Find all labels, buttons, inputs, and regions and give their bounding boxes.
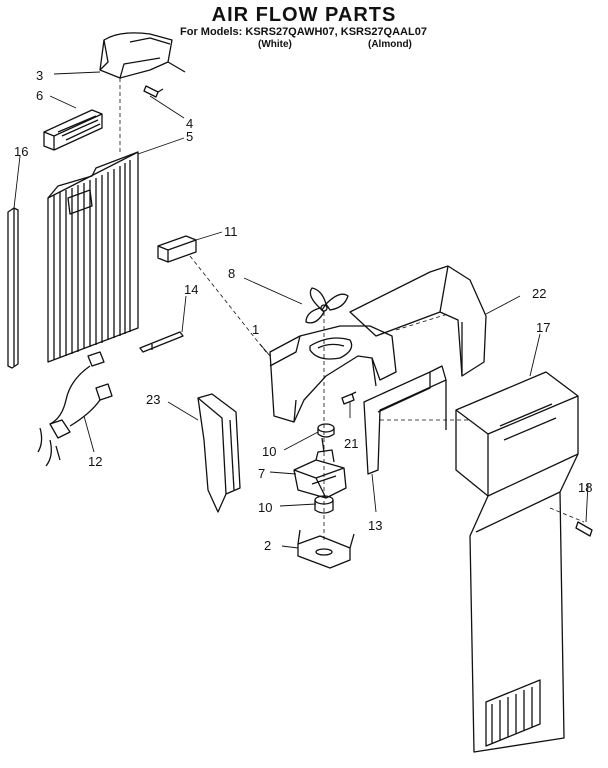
callout-23: 23: [146, 392, 160, 407]
callout-16: 16: [14, 144, 28, 159]
part-4-screw: [143, 85, 164, 98]
callout-22: 22: [532, 286, 546, 301]
part-6-grille: [43, 109, 103, 151]
part-18-screw: [575, 521, 593, 537]
part-14-sensor: [139, 331, 184, 353]
callout-5: 5: [186, 129, 193, 144]
callout-1: 1: [252, 322, 259, 337]
variant-white: (White): [258, 39, 292, 50]
alignment-lines: [119, 78, 585, 540]
callout-14: 14: [184, 282, 198, 297]
part-11-damper: [157, 235, 197, 263]
callout-17: 17: [536, 320, 550, 335]
callout-13: 13: [368, 518, 382, 533]
diagram-title: AIR FLOW PARTS: [211, 4, 397, 26]
callout-10-upper: 10: [262, 444, 276, 459]
part-3-cover: [99, 32, 186, 79]
part-17-rear-duct: [455, 371, 579, 753]
callout-18: 18: [578, 480, 592, 495]
callout-10-lower: 10: [258, 500, 272, 515]
part-10-grommet-upper: [317, 423, 335, 438]
part-13-center-duct: [363, 365, 447, 475]
callout-11: 11: [224, 224, 238, 239]
part-12-harness: [37, 351, 113, 467]
callout-8: 8: [228, 266, 235, 281]
part-2-bracket: [297, 529, 355, 569]
leader-lines: [13, 71, 589, 549]
part-23-left-duct: [197, 393, 241, 513]
part-1-fan-housing: [269, 325, 397, 423]
part-22-upper-duct: [349, 265, 487, 377]
part-5-evaporator-cover: [47, 151, 139, 363]
callout-3: 3: [36, 68, 43, 83]
callout-4: 4: [186, 116, 193, 131]
callout-21: 21: [344, 436, 358, 451]
callout-6: 6: [36, 88, 43, 103]
models-line: For Models: KSRS27QAWH07, KSRS27QAAL07: [180, 26, 427, 38]
variant-almond: (Almond): [368, 39, 412, 50]
callout-labels: 3 6 4 5 16 11 8 14 22 1 17 23 21 10 12 7…: [14, 68, 592, 553]
callout-7: 7: [258, 466, 265, 481]
callout-2: 2: [264, 538, 271, 553]
part-8-fan-blade: [305, 287, 349, 324]
callout-12: 12: [88, 454, 102, 469]
part-21-screw: [341, 391, 357, 405]
part-7-motor: [293, 437, 347, 499]
part-16-strip: [7, 207, 19, 369]
